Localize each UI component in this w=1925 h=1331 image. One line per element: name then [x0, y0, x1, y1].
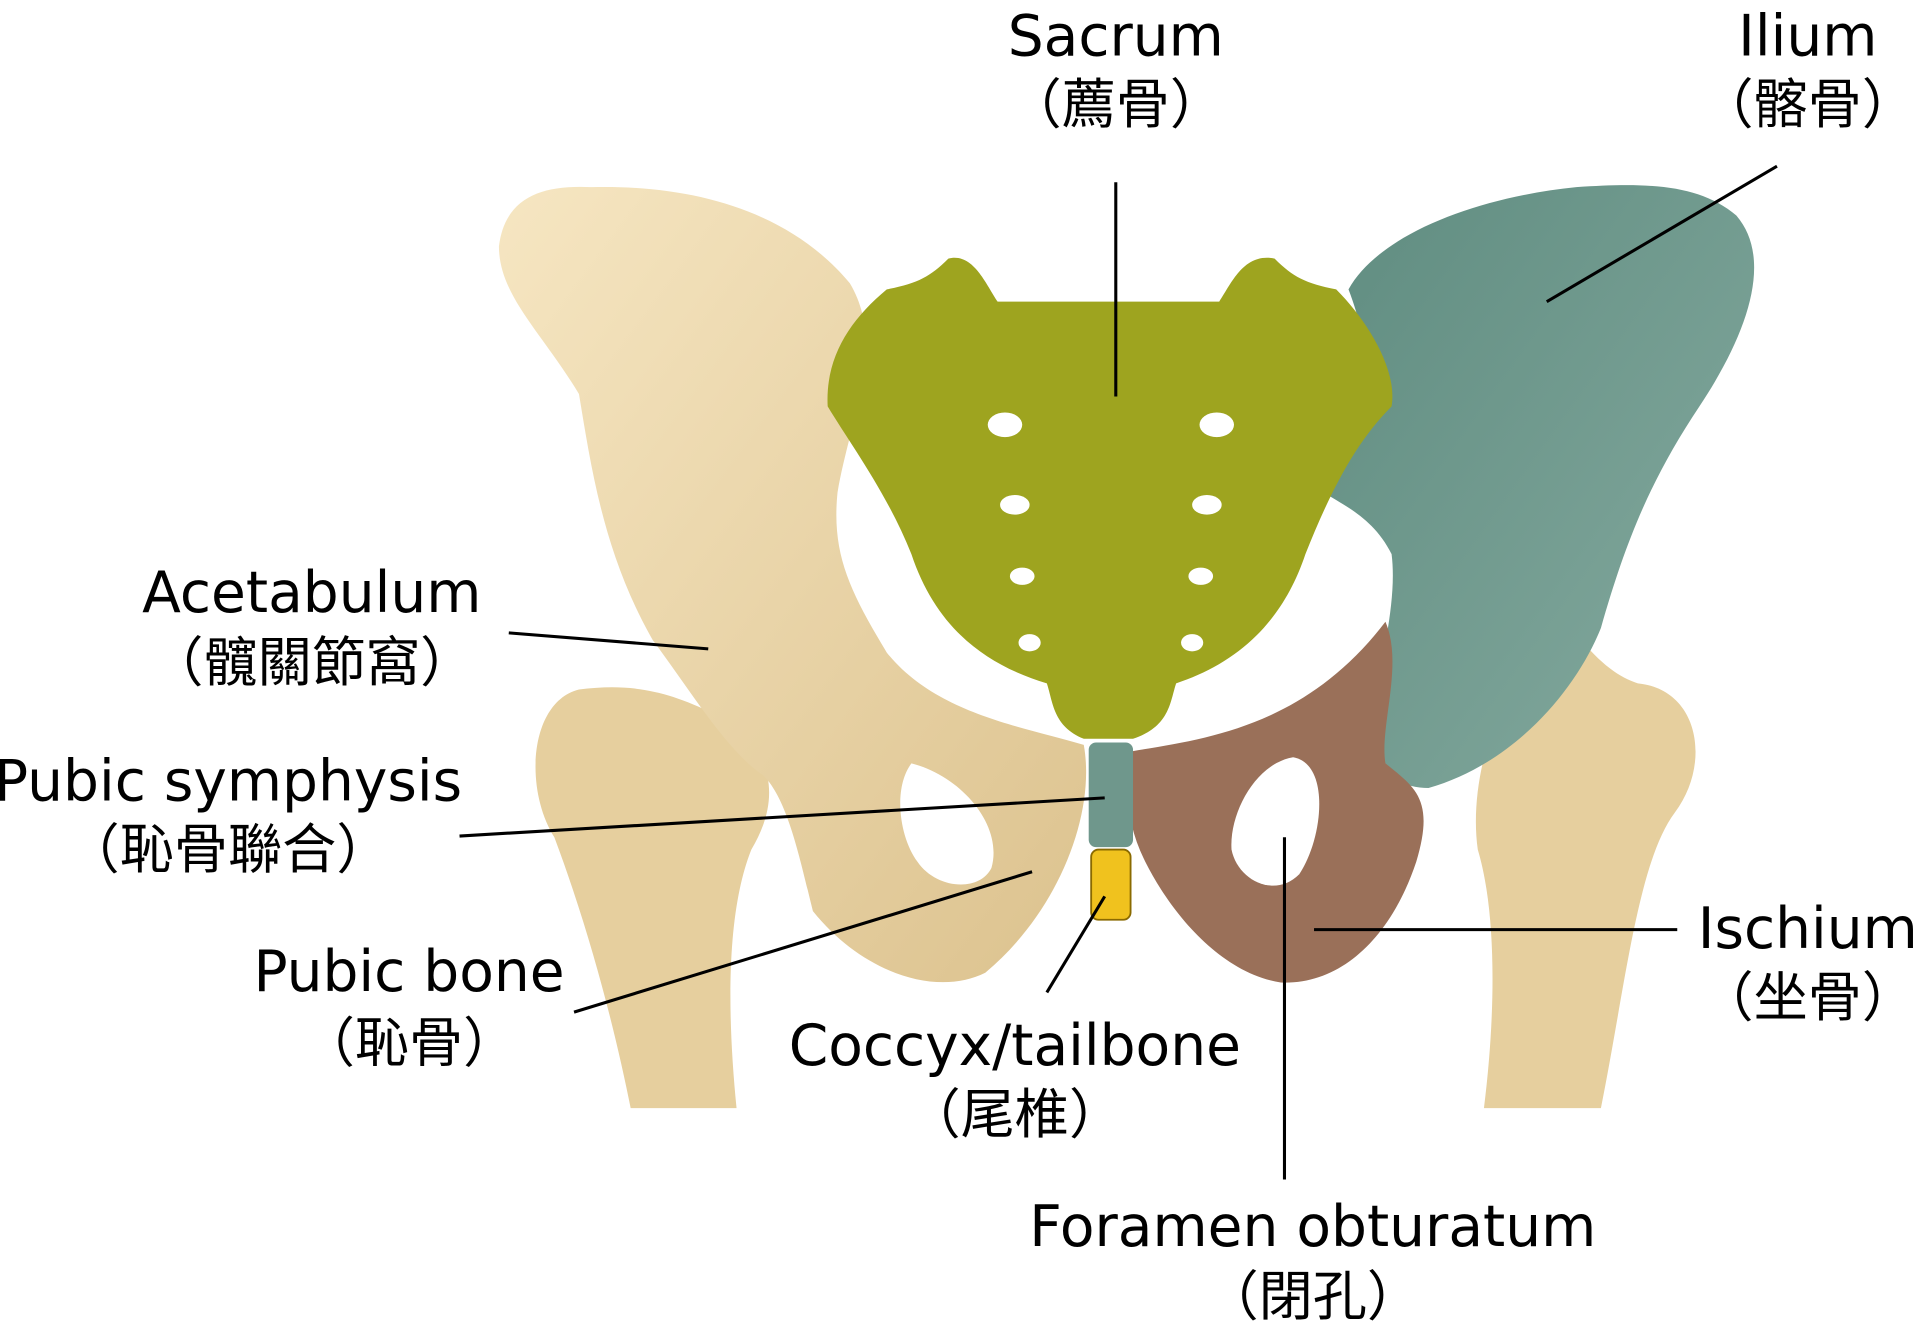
sacrum-label: Sacrum — [1008, 3, 1224, 69]
pubic-bone-leader — [573, 870, 1033, 1014]
right-femur — [1475, 634, 1696, 1109]
foramen-label-zh: （閉孔） — [1204, 1265, 1421, 1328]
sacrum-label-zh: （薦骨） — [1007, 73, 1224, 136]
ilium-leader — [1545, 164, 1778, 303]
acetabulum-leader — [508, 631, 709, 651]
sacrum-bone — [827, 257, 1393, 739]
pubic-bone-label-zh: （恥骨） — [301, 1011, 518, 1074]
acetabulum-label: Acetabulum — [142, 560, 481, 626]
acetabulum-label-zh: （髖關節窩） — [149, 631, 474, 694]
left-obturator-hole — [900, 763, 994, 885]
pubic-bone-label: Pubic bone — [253, 939, 564, 1005]
pubic-symphysis-label-zh: （恥骨聯合） — [66, 818, 391, 881]
foramen-label: Foramen obturatum — [1029, 1194, 1596, 1260]
pubic-symphysis-label: Pubic symphysis — [0, 748, 462, 814]
ischium-label: Ischium — [1698, 896, 1918, 962]
pubic-symphysis-cartilage — [1088, 742, 1134, 848]
ischium-label-zh: （坐骨） — [1699, 966, 1916, 1029]
right-ilium — [1323, 185, 1755, 789]
right-obturator-hole — [1231, 757, 1320, 886]
ilium-label: Ilium — [1738, 3, 1877, 69]
coccyx-label: Coccyx/tailbone — [789, 1013, 1241, 1079]
coccyx-leader — [1045, 895, 1107, 994]
left-femur — [535, 687, 770, 1109]
coccyx-label-zh: （尾椎） — [907, 1083, 1124, 1146]
ilium-label-zh: （髂骨） — [1699, 73, 1916, 136]
sacral-foramina — [987, 412, 1234, 652]
pubic-symphysis-leader — [459, 796, 1105, 838]
